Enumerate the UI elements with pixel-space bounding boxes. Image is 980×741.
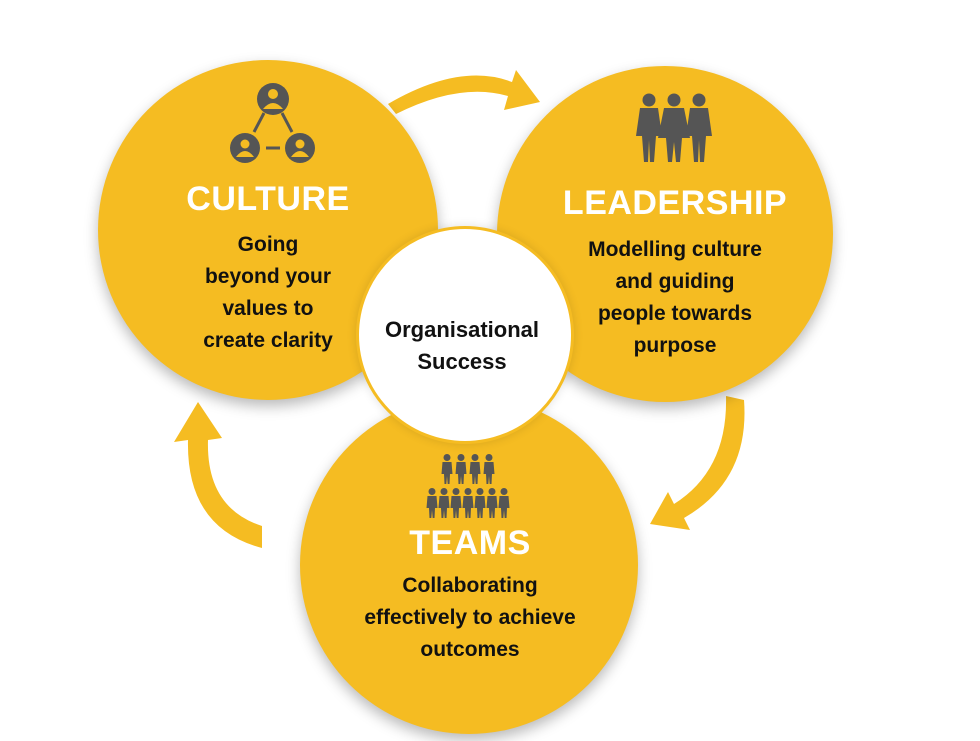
culture-description: Going beyond your values to create clari… — [203, 233, 333, 352]
three-people-icon — [636, 93, 712, 162]
leadership-description: Modelling culture and guiding people tow… — [588, 238, 762, 357]
center-label: Organisational Success — [384, 317, 540, 374]
curved-arrow-up-icon — [174, 402, 262, 548]
teams-description: Collaborating effectively to achieve out… — [364, 574, 576, 661]
leadership-title: LEADERSHIP — [562, 184, 788, 222]
crowd-icon — [426, 454, 510, 518]
curved-arrow-down-icon — [650, 396, 745, 530]
teams-title: TEAMS — [409, 524, 531, 562]
center-circle — [356, 226, 574, 444]
teams-circle — [300, 396, 638, 734]
culture-title: CULTURE — [186, 180, 350, 218]
network-people-icon — [230, 83, 315, 163]
curved-arrow-right-icon — [388, 70, 540, 114]
